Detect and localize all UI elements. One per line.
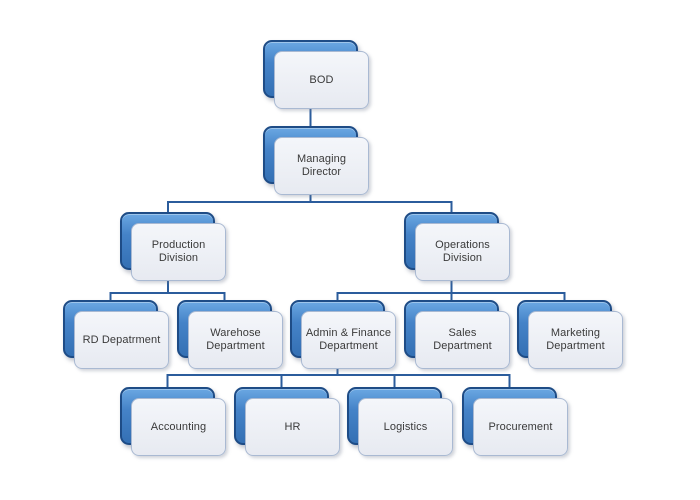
node-label: Managing Director <box>296 153 347 178</box>
org-node-sales-department: Sales Department <box>404 300 510 369</box>
org-node-operations-division: Operations Division <box>404 212 510 281</box>
card-front: Sales Department <box>415 311 510 369</box>
node-label: Admin & Finance Department <box>305 327 392 352</box>
card-front: Managing Director <box>274 137 369 195</box>
card-front: Warehose Department <box>188 311 283 369</box>
node-label: HR <box>284 420 301 433</box>
card-front: Admin & Finance Department <box>301 311 396 369</box>
org-node-rd-department: RD Depatrment <box>63 300 169 369</box>
node-label: Accounting <box>150 420 207 433</box>
node-label: BOD <box>309 73 334 86</box>
org-node-procurement: Procurement <box>462 387 568 456</box>
org-node-bod: BOD <box>263 40 369 109</box>
node-label: Operations Division <box>435 239 490 264</box>
org-node-accounting: Accounting <box>120 387 226 456</box>
org-node-production-division: Production Division <box>120 212 226 281</box>
card-front: BOD <box>274 51 369 109</box>
card-front: RD Depatrment <box>74 311 169 369</box>
node-label: Production Division <box>151 239 206 264</box>
card-front: Accounting <box>131 398 226 456</box>
org-node-hr: HR <box>234 387 340 456</box>
node-label: Procurement <box>488 420 553 433</box>
org-node-admin-finance-department: Admin & Finance Department <box>290 300 396 369</box>
org-node-marketing-department: Marketing Department <box>517 300 623 369</box>
card-front: Procurement <box>473 398 568 456</box>
org-node-logistics: Logistics <box>347 387 453 456</box>
node-label: Marketing Department <box>546 327 605 352</box>
card-front: Operations Division <box>415 223 510 281</box>
org-node-managing-director: Managing Director <box>263 126 369 195</box>
card-front: Production Division <box>131 223 226 281</box>
node-label: Sales Department <box>433 327 492 352</box>
card-front: Marketing Department <box>528 311 623 369</box>
node-label: Warehose Department <box>206 327 265 352</box>
card-front: HR <box>245 398 340 456</box>
card-front: Logistics <box>358 398 453 456</box>
node-label: RD Depatrment <box>82 333 161 346</box>
node-label: Logistics <box>383 420 428 433</box>
org-node-warehose-department: Warehose Department <box>177 300 283 369</box>
